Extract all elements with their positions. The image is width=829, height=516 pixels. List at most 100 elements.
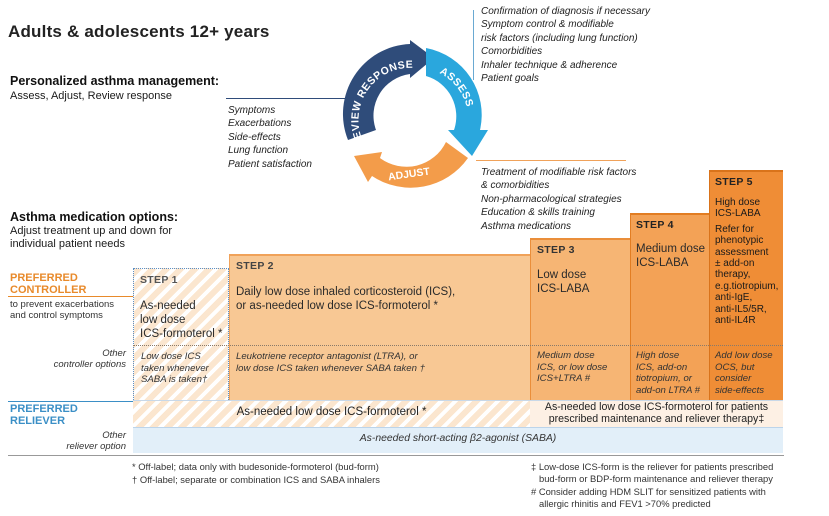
controller-desc-line1: to prevent exacerbations (10, 299, 115, 310)
step-1-controller: As-needed low dose ICS-formoterol * (140, 299, 222, 341)
step-1-other-line: Low dose ICS (141, 351, 201, 362)
review-item: Patient satisfaction (228, 158, 312, 170)
review-list: Symptoms Exacerbations Side-effects Lung… (228, 104, 312, 171)
step-2-controller-line: or as-needed low dose ICS-formoterol * (236, 300, 438, 312)
review-arrow (342, 40, 434, 140)
step-1-controller-line: As-needed (140, 300, 196, 312)
step-5-other-line: Add low dose (715, 350, 773, 361)
step-5-controller-line: ICS-LABA (715, 208, 761, 220)
step-4-controller-line: ICS-LABA (636, 257, 689, 269)
step-1-controller-line: ICS-formoterol * (140, 328, 223, 340)
step-5-controller-line: anti-IL5/5R, (715, 303, 767, 315)
step-5-controller-line: assessment (715, 246, 769, 258)
step-4-controller: Medium dose ICS-LABA (636, 242, 705, 270)
step-4-other: High dose ICS, add-on tiotropium, or add… (636, 350, 700, 396)
step-5-controller-line: ± add-on (715, 258, 755, 270)
footnote-reliever-line1: ‡ Low-dose ICS-form is the reliever for … (531, 461, 774, 472)
step-3-other-line: ICS+LTRA # (537, 373, 591, 384)
step-4-box (630, 213, 709, 400)
step-1-label: STEP 1 (140, 274, 178, 286)
reliever-steps-1-2-text: As-needed low dose ICS-formoterol * (236, 406, 427, 418)
preferred-controller-line1: PREFERRED (10, 272, 78, 284)
adjust-item: Education & skills training (481, 207, 595, 219)
adjust-item: Non-pharmacological strategies (481, 193, 622, 205)
review-connector (226, 98, 354, 99)
step-3-label: STEP 3 (537, 244, 575, 256)
step-1-other-line: SABA is taken† (141, 374, 208, 385)
review-item: Lung function (228, 145, 289, 157)
step-4-controller-line: Medium dose (636, 243, 706, 255)
step-3-box (530, 238, 630, 400)
footnote-hdm-slit: # Consider adding HDM SLIT for sensitize… (531, 486, 766, 509)
other-controller-line2: controller options (53, 359, 126, 370)
footnote-off-label: * Off-label; data only with budesonide-f… (132, 461, 379, 472)
step-5-controller-line: therapy, (715, 269, 751, 281)
step-5-controller-line: phenotypic (715, 235, 764, 247)
step-2-label: STEP 2 (236, 260, 274, 272)
controller-row-separator (133, 345, 783, 347)
preferred-controller-line2: CONTROLLER (10, 284, 87, 296)
step-5-controller-line: e.g.tiotropium, (715, 280, 779, 292)
reliever-steps-1-2 (133, 400, 530, 427)
other-reliever-line1: Other (102, 430, 126, 441)
assess-item: Inhaler technique & adherence (481, 59, 618, 71)
options-sub-2: individual patient needs (10, 238, 125, 250)
management-heading: Personalized asthma management: (10, 74, 220, 88)
preferred-controller-label: PREFERRED CONTROLLER (10, 272, 86, 296)
step-5-other: Add low dose OCS, but consider side-effe… (715, 350, 773, 396)
other-controller-line1: Other (102, 348, 126, 359)
footnote-hdm-line2: allergic rhinitis and FEV1 >70% predicte… (539, 497, 711, 509)
footnote-reliever: ‡ Low-dose ICS-form is the reliever for … (531, 461, 773, 484)
footnote-hdm-line1: # Consider adding HDM SLIT for sensitize… (531, 486, 766, 497)
step-5-box (709, 170, 783, 400)
footnote-rule (8, 455, 784, 456)
preferred-reliever-line2: RELIEVER (10, 415, 66, 427)
step-2-other: Leukotriene receptor antagonist (LTRA), … (236, 351, 425, 374)
controller-desc-line2: and control symptoms (10, 310, 103, 321)
reliever-steps-3-5-line1: As-needed low dose ICS-formoterol for pa… (544, 401, 769, 413)
adjust-arrow (354, 142, 468, 188)
step-4-other-line: ICS, add-on (636, 361, 688, 373)
page-title: Adults & adolescents 12+ years (8, 22, 270, 41)
step-5-other-line: OCS, but (715, 361, 755, 373)
review-item: Side-effects (228, 131, 281, 143)
step-3-other: Medium dose ICS, or low dose ICS+LTRA # (537, 350, 607, 385)
footnote-reliever-line2: bud-form or BDP-form maintenance and rel… (539, 472, 773, 484)
step-3-controller: Low dose ICS-LABA (537, 268, 589, 296)
step-1-other-line: taken whenever (141, 362, 209, 374)
other-reliever-label: Other reliever option (40, 430, 126, 452)
assess-arrow (426, 48, 488, 156)
reliever-steps-3-5-text: As-needed low dose ICS-formoterol for pa… (530, 401, 783, 425)
adjust-item: & comorbidities (481, 180, 550, 192)
step-5-other-line: consider (715, 373, 752, 384)
adjust-item: Asthma medications (481, 220, 572, 232)
footnote-separate-inhalers: † Off-label; separate or combination ICS… (132, 474, 380, 485)
step-2-box (229, 254, 530, 400)
adjust-list: Treatment of modifiable risk factors & c… (481, 166, 636, 233)
options-heading: Asthma medication options: (10, 210, 179, 224)
step-4-other-line: add-on LTRA # (636, 384, 700, 396)
step-4-other-line: High dose (636, 350, 680, 361)
adjust-item: Treatment of modifiable risk factors (481, 167, 637, 178)
step-2-controller: Daily low dose inhaled corticosteroid (I… (236, 285, 455, 313)
adjust-label: ADJUST (387, 165, 431, 183)
other-reliever-line2: reliever option (66, 441, 126, 452)
step-1-box (133, 268, 229, 400)
step-5-controller: High dose ICS-LABA Refer for phenotypic … (715, 197, 778, 326)
step-3-controller-line: ICS-LABA (537, 283, 590, 295)
step-5-other-line: side-effects (715, 384, 765, 396)
reliever-divider (8, 401, 133, 402)
step-5-controller-line: High dose (715, 197, 761, 208)
preferred-controller-desc: to prevent exacerbations and control sym… (10, 299, 114, 321)
step-2-controller-line: Daily low dose inhaled corticosteroid (I… (236, 286, 456, 298)
management-subheading: Assess, Adjust, Review response (10, 90, 173, 102)
step-3-other-line: ICS, or low dose (537, 361, 608, 373)
assess-item: Confirmation of diagnosis if necessary (481, 6, 650, 17)
preferred-reliever-label: PREFERRED RELIEVER (10, 403, 78, 427)
step-2-other-line: Leukotriene receptor antagonist (LTRA), … (236, 351, 418, 362)
step-3-other-line: Medium dose (537, 350, 595, 361)
assess-connector (473, 10, 474, 80)
reliever-steps-3-5 (530, 400, 783, 427)
cycle-diagram: REVIEW RESPONSE ASSESS ADJUST (342, 40, 488, 188)
review-item: Exacerbations (228, 118, 292, 130)
